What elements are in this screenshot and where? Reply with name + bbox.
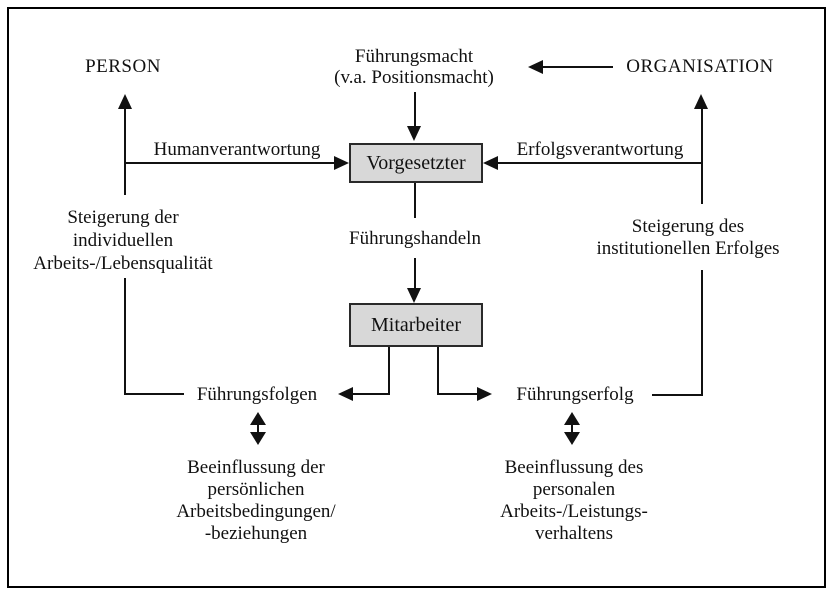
steigerung-links-line-2: individuellen (72, 230, 174, 251)
organisation-to-fuehrungsmacht-line (543, 66, 613, 68)
humanverantwortung-label: Humanverantwortung (153, 139, 321, 160)
fuehrungsfolgen-elbow-line (124, 393, 184, 395)
diagram-frame (7, 7, 826, 588)
arrowhead-right-icon (477, 387, 492, 401)
fuehrungserfolg-label: Führungserfolg (516, 384, 634, 405)
steigerung-links-label: Steigerung der individuellen Arbeits-/Le… (23, 206, 223, 275)
person-vertical-line-upper (124, 109, 126, 195)
organisation-vertical-line-upper (701, 109, 703, 204)
double-arrow-icon (563, 412, 581, 445)
double-arrow-stem (571, 425, 573, 432)
arrowhead-left-icon (483, 156, 498, 170)
arrowhead-down-icon (407, 126, 421, 141)
steigerung-rechts-label: Steigerung des institutionellen Erfolges (588, 216, 788, 260)
vorgesetzter-down-line (414, 183, 416, 218)
organisation-vertical-line-lower (701, 270, 703, 396)
beeinflussung-rechts-line-3: Arbeits-/Leistungs- (500, 501, 648, 522)
beeinflussung-rechts-line-4: verhaltens (534, 523, 614, 544)
arrowhead-down-icon (250, 432, 266, 445)
arrowhead-up-icon (564, 412, 580, 425)
mitarbeiter-left-horizontal-line (352, 393, 390, 395)
fuehrungsmacht-line-1: Führungsmacht (354, 46, 474, 67)
fuehrungsmacht-label: Führungsmacht (v.a. Positionsmacht) (309, 46, 519, 88)
beeinflussung-links-label: Beeinflussung der persönlichen Arbeitsbe… (156, 457, 356, 545)
double-arrow-icon (249, 412, 267, 445)
fuehrungshandeln-label: Führungshandeln (349, 228, 481, 249)
erfolgsverantwortung-line (497, 162, 702, 164)
erfolgsverantwortung-label: Erfolgsverantwortung (516, 139, 684, 160)
arrowhead-right-icon (334, 156, 349, 170)
beeinflussung-links-line-1: Beeinflussung der (187, 457, 325, 478)
arrowhead-up-icon (694, 94, 708, 109)
steigerung-links-line-3: Arbeits-/Lebensqualität (33, 253, 213, 274)
humanverantwortung-line (125, 162, 336, 164)
fuehrungsfolgen-label: Führungsfolgen (196, 384, 318, 405)
arrowhead-left-icon (338, 387, 353, 401)
fuehrungserfolg-elbow-line (652, 394, 702, 396)
beeinflussung-rechts-line-2: personalen (532, 479, 616, 500)
organisation-label: ORGANISATION (626, 56, 774, 77)
arrowhead-up-icon (118, 94, 132, 109)
vorgesetzter-label: Vorgesetzter (366, 151, 466, 174)
arrowhead-down-icon (564, 432, 580, 445)
mitarbeiter-label: Mitarbeiter (371, 313, 461, 336)
mitarbeiter-right-horizontal-line (437, 393, 477, 395)
steigerung-rechts-line-1: Steigerung des (631, 216, 745, 237)
person-vertical-line-lower (124, 278, 126, 395)
fuehrungsmacht-line-2: (v.a. Positionsmacht) (334, 67, 494, 88)
beeinflussung-rechts-line-1: Beeinflussung des (504, 457, 644, 478)
mitarbeiter-left-down-line (388, 347, 390, 394)
steigerung-links-line-1: Steigerung der (67, 207, 179, 228)
vorgesetzter-box: Vorgesetzter (349, 143, 483, 183)
fuehrungshandeln-arrow-line (414, 258, 416, 289)
beeinflussung-links-line-2: persönlichen (207, 479, 305, 500)
mitarbeiter-box: Mitarbeiter (349, 303, 483, 347)
beeinflussung-links-line-3: Arbeitsbedingungen/ (176, 501, 336, 522)
arrowhead-down-icon (407, 288, 421, 303)
beeinflussung-links-line-4: -beziehungen (204, 523, 308, 544)
beeinflussung-rechts-label: Beeinflussung des personalen Arbeits-/Le… (474, 457, 674, 545)
person-label: PERSON (85, 56, 161, 77)
double-arrow-stem (257, 425, 259, 432)
steigerung-rechts-line-2: institutionellen Erfolges (596, 238, 780, 259)
fuehrungsmacht-arrow-line (414, 92, 416, 126)
arrowhead-left-icon (528, 60, 543, 74)
arrowhead-up-icon (250, 412, 266, 425)
mitarbeiter-right-down-line (437, 347, 439, 394)
